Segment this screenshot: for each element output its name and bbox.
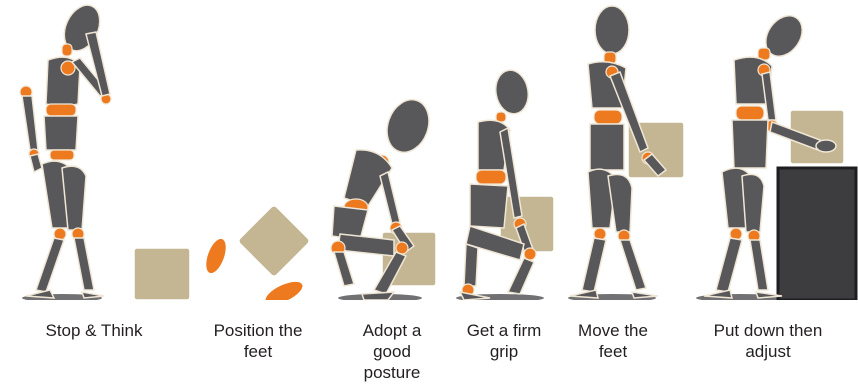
hips <box>44 116 78 150</box>
shin-2 <box>74 238 94 290</box>
step-2-figure <box>202 204 310 300</box>
box-1 <box>134 248 190 300</box>
step-1-figure <box>20 0 111 300</box>
step-5-figure <box>568 6 684 300</box>
box-2 <box>237 204 311 278</box>
shin-2 <box>750 240 768 290</box>
thigh-2 <box>608 175 632 233</box>
back-forearm <box>30 154 42 172</box>
foot <box>362 292 394 300</box>
shin <box>36 238 64 292</box>
foot <box>570 290 598 298</box>
lifting-illustration <box>0 0 858 300</box>
caption-stop-think: Stop & Think <box>19 320 169 341</box>
hips <box>590 124 624 170</box>
step-4-figure <box>456 68 554 300</box>
hand <box>816 140 836 152</box>
hip-joint <box>50 150 74 160</box>
neck <box>62 44 72 56</box>
shin <box>582 238 606 292</box>
foot <box>704 290 732 298</box>
footprint-left <box>202 236 229 275</box>
hips <box>732 120 768 168</box>
hips <box>470 184 508 228</box>
thigh-2 <box>742 174 764 232</box>
arm <box>380 172 400 224</box>
waist <box>594 110 622 124</box>
shin <box>716 238 742 292</box>
shin <box>508 258 534 294</box>
head <box>492 68 531 117</box>
shin-2 <box>464 244 478 286</box>
footprint-right <box>262 277 305 300</box>
head <box>380 94 436 158</box>
back-arm <box>22 96 38 150</box>
table <box>778 168 856 300</box>
caption-position-feet: Position the feet <box>183 320 333 362</box>
caption-move-feet: Move the feet <box>538 320 688 362</box>
step-6-figure <box>696 9 856 300</box>
caption-put-down: Put down then adjust <box>693 320 843 362</box>
shin-2 <box>620 240 646 290</box>
step-3-figure <box>331 94 436 300</box>
shin-2 <box>334 252 354 286</box>
head <box>595 6 629 54</box>
waist <box>46 104 76 116</box>
waist <box>476 170 506 184</box>
waist <box>736 106 764 120</box>
